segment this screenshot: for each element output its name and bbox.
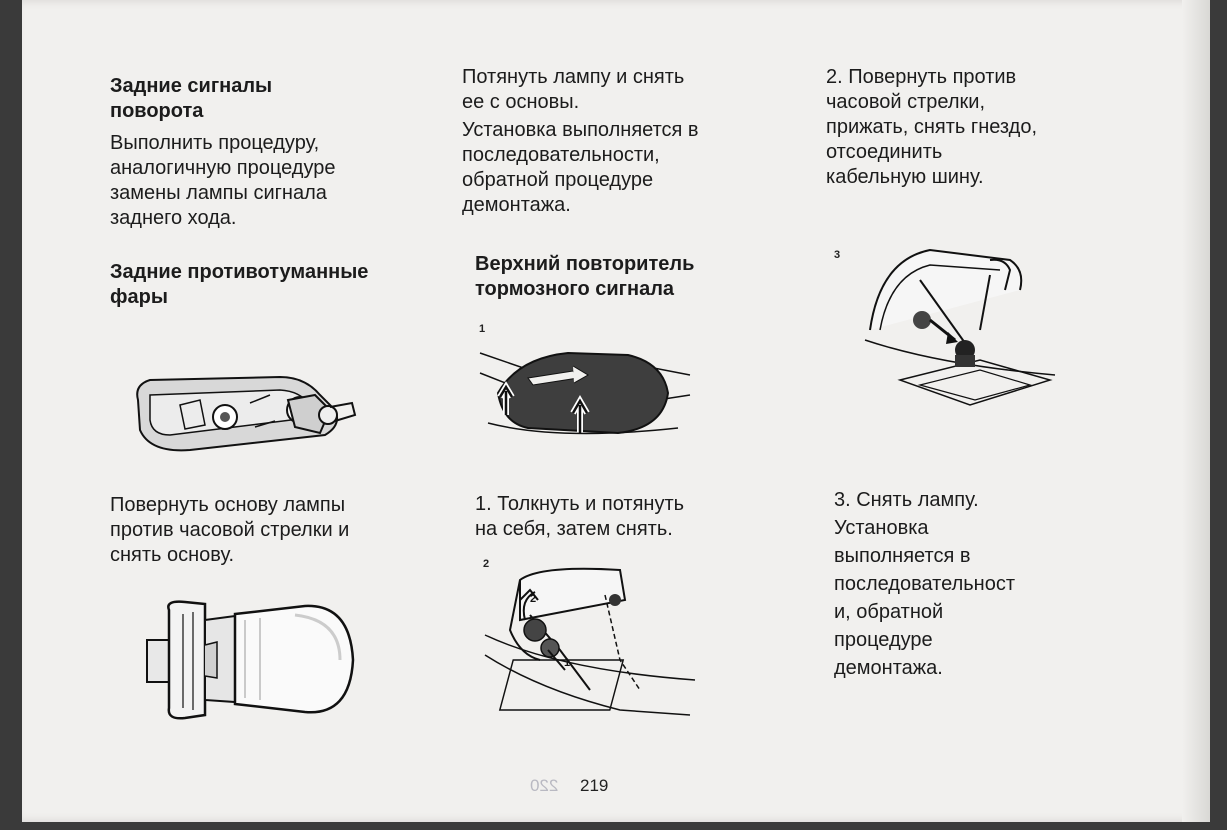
fog-lamp-housing-illustration xyxy=(136,375,357,452)
brake-light-cover-illustration xyxy=(479,351,691,435)
page-edge-shadow xyxy=(1182,0,1210,822)
callout-2: 2 xyxy=(530,593,536,605)
socket-removal-illustration xyxy=(864,248,1056,406)
bulb-socket-illustration xyxy=(146,600,355,720)
lamp-holder-illustration: 2 1 xyxy=(484,567,696,716)
bleed-page-number: 220 xyxy=(530,776,559,795)
figure-1-label: 1 xyxy=(479,323,486,335)
figure-3-label: 3 xyxy=(834,249,841,261)
page-number: 219 xyxy=(580,776,609,795)
para-turn-signal-procedure: Выполнить процедуру,аналогичную процедур… xyxy=(110,132,336,229)
figure-2-label: 2 xyxy=(483,558,490,570)
callout-1: 1 xyxy=(564,657,570,669)
